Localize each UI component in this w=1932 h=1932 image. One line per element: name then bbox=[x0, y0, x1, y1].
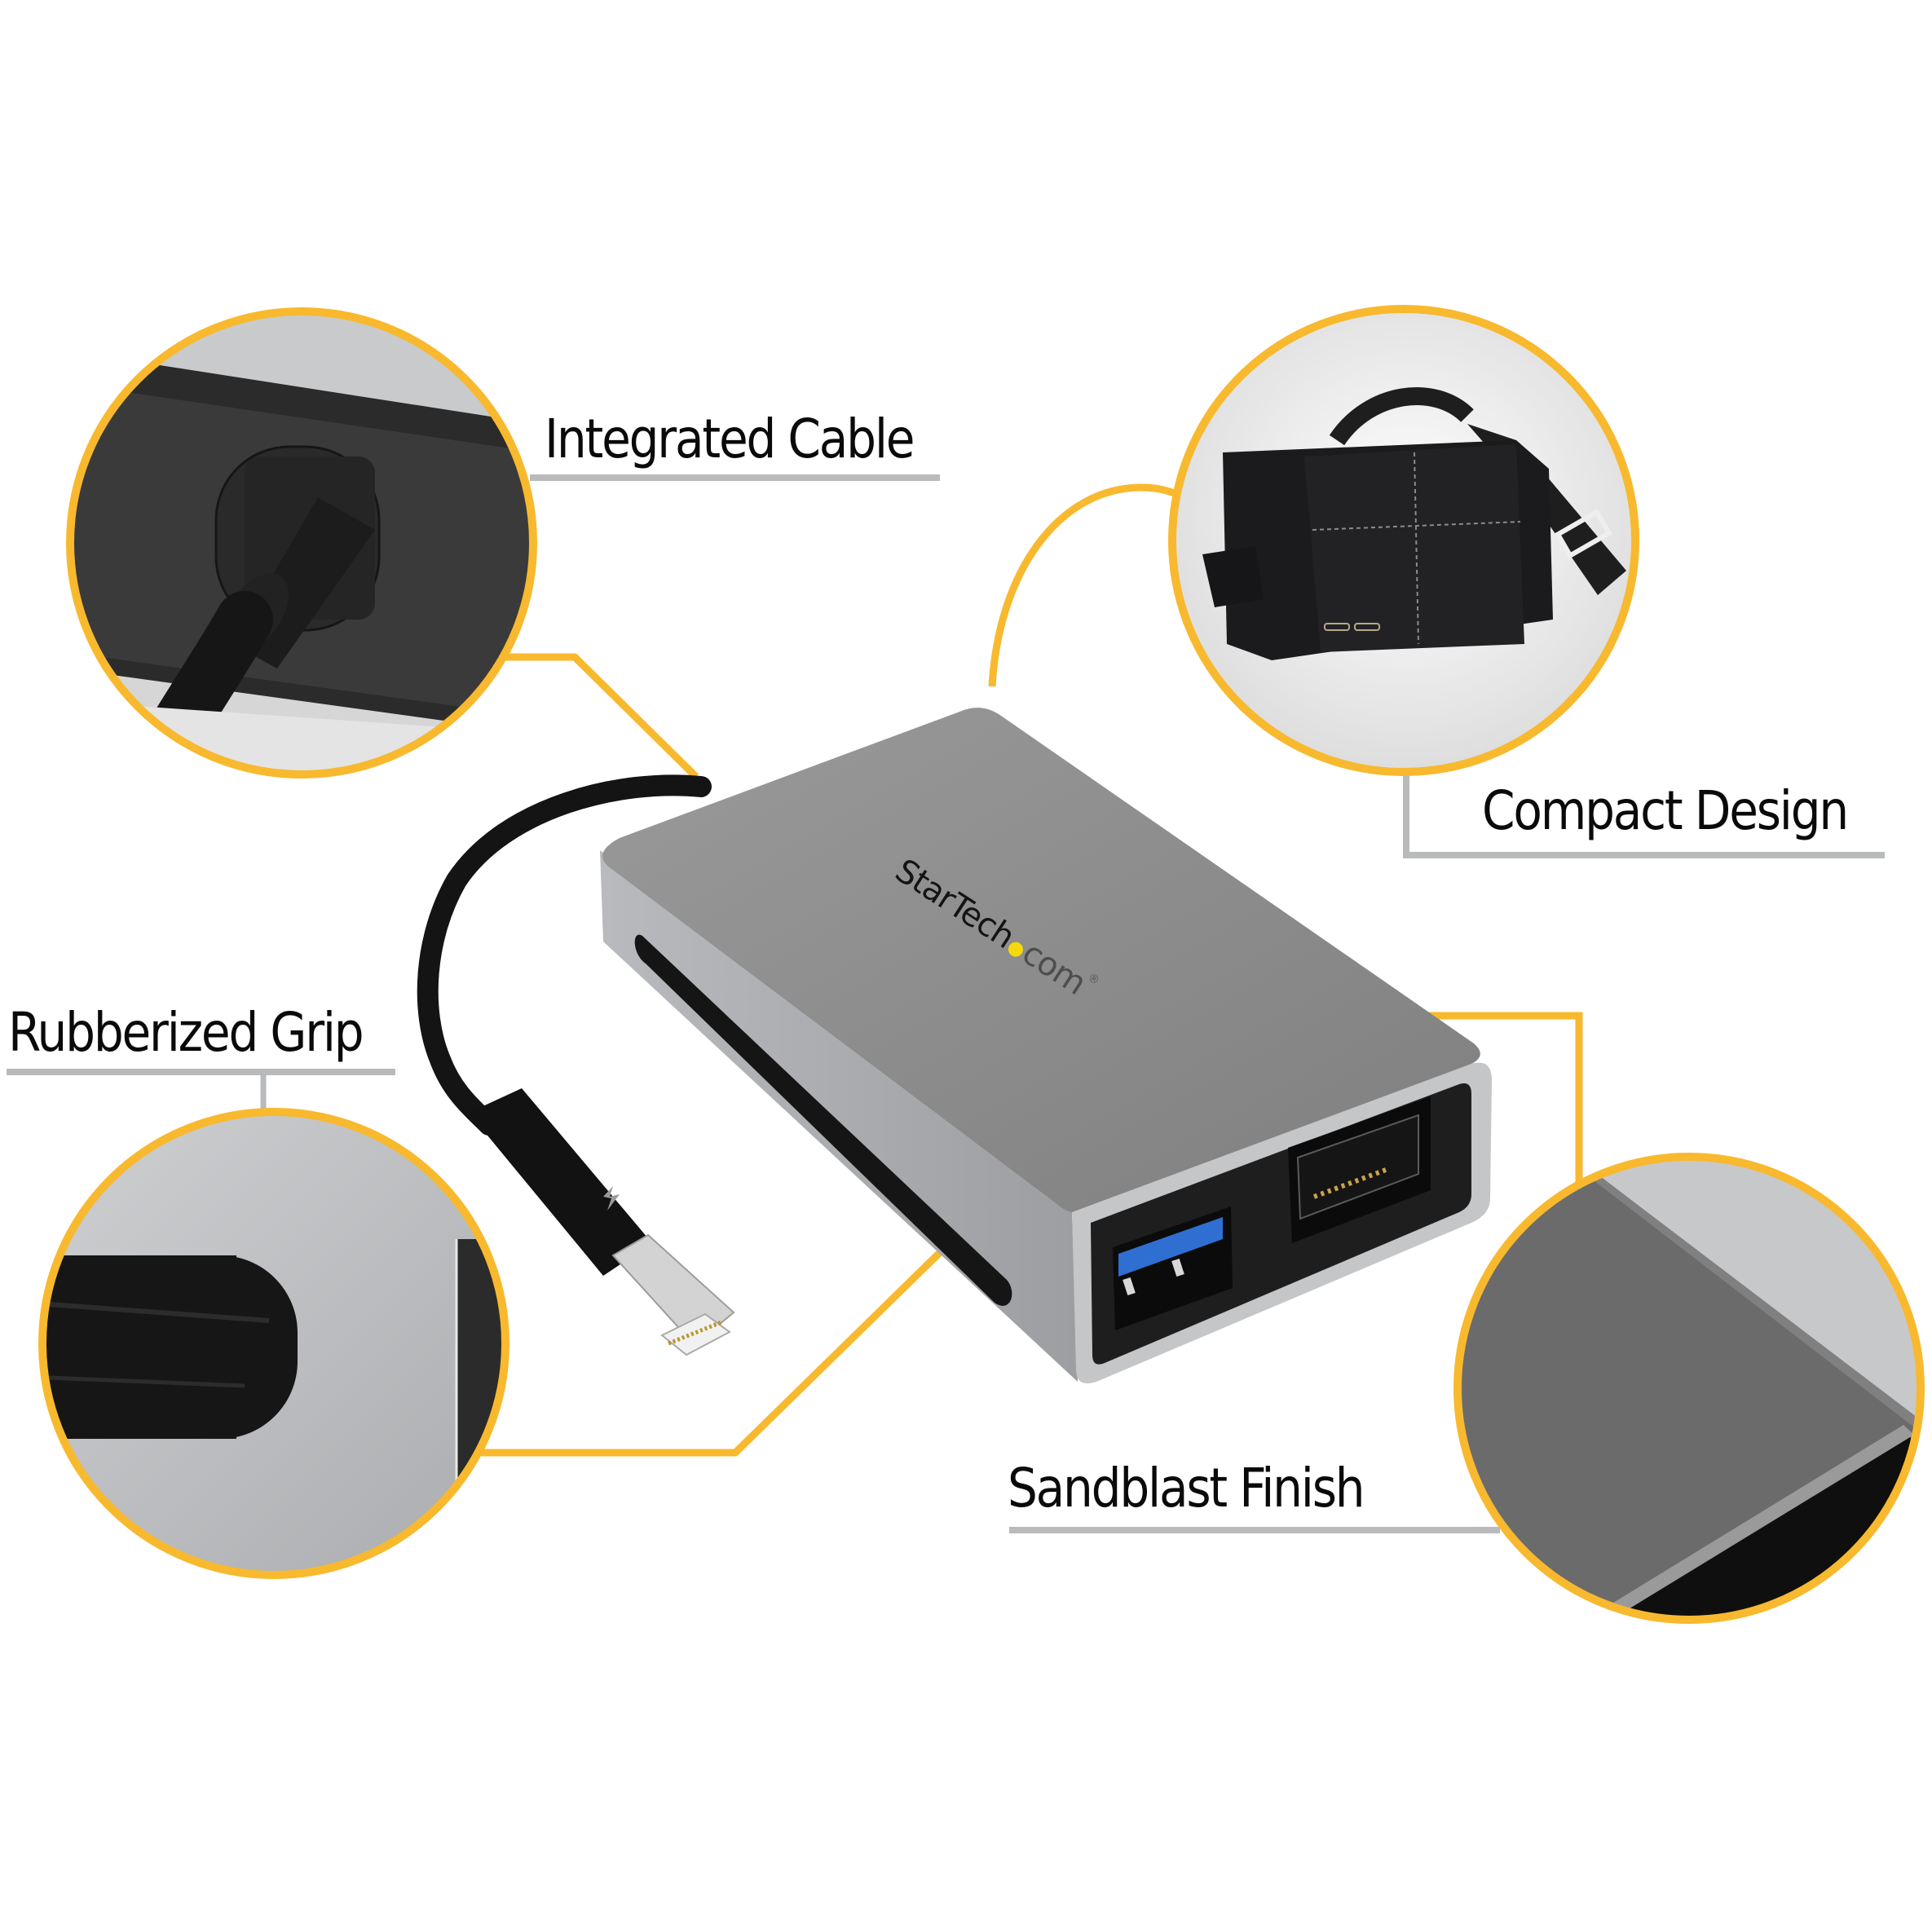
rubberized-grip-detail bbox=[42, 1112, 505, 1575]
thunderbolt-icon bbox=[603, 1186, 620, 1211]
integrated-cable-detail bbox=[70, 311, 533, 774]
thunderbolt-adapter-product bbox=[417, 708, 1492, 1384]
usb-3-port bbox=[1113, 1206, 1233, 1330]
integrated-cable bbox=[417, 774, 712, 1136]
ethernet-port bbox=[1288, 1096, 1431, 1243]
integrated-cable-circle-frame bbox=[66, 307, 537, 779]
rubberized-grip-circle-frame bbox=[38, 1108, 509, 1579]
rubberized-grip-label: Rubberized Grip bbox=[8, 1001, 364, 1064]
integrated-cable-label: Integrated Cable bbox=[545, 408, 915, 470]
device-top-face bbox=[602, 708, 1480, 1213]
compact-design-rule bbox=[1403, 770, 1885, 858]
compact-design-detail bbox=[1172, 309, 1635, 772]
integrated-cable-connector-line bbox=[505, 653, 699, 780]
thunderbolt-connector bbox=[469, 1088, 652, 1276]
rubberized-grip-connector-line bbox=[481, 1228, 965, 1457]
sandblast-finish-circle-frame bbox=[1453, 1153, 1925, 1624]
compact-design-circle-frame bbox=[1168, 305, 1639, 776]
sandblast-connector-line bbox=[1378, 1012, 1583, 1186]
compact-design-label: Compact Design bbox=[1482, 779, 1849, 842]
rubber-grip-strip bbox=[634, 934, 1012, 1306]
sandblast-finish-label: Sandblast Finish bbox=[1008, 1457, 1365, 1520]
